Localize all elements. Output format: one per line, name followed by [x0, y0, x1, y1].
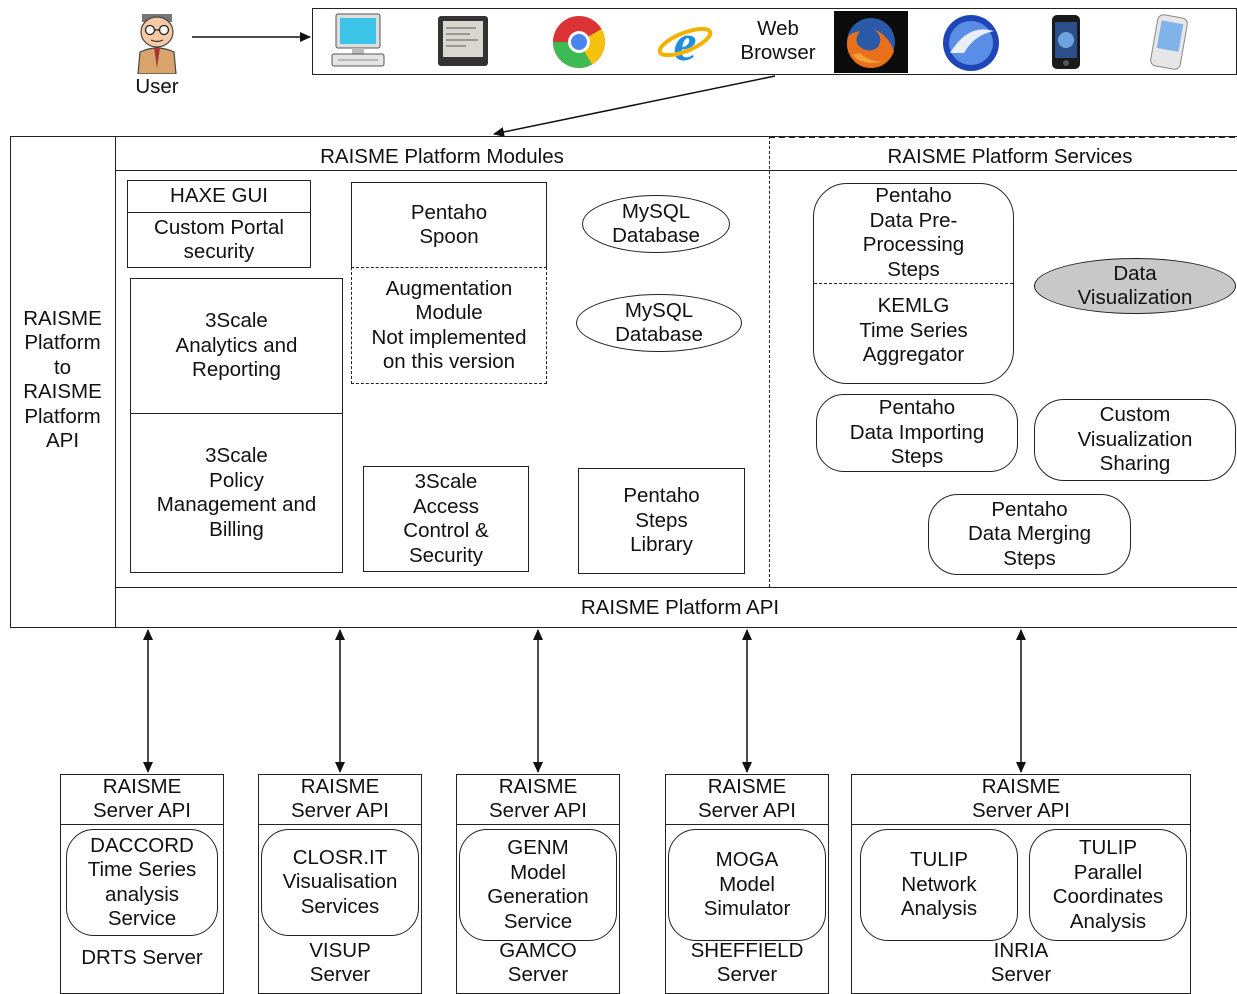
modules-header-divider: [115, 170, 1237, 171]
kemlg-aggregator-label: KEMLG Time Series Aggregator: [859, 294, 968, 367]
browser-to-platform-arrow: [493, 75, 776, 137]
pentaho-spoon-label: Pentaho Spoon: [410, 200, 488, 249]
modules-title: RAISME Platform Modules: [320, 144, 564, 168]
services-top-dashed: [769, 136, 1237, 138]
preprocessing-kemlg-divider: [814, 283, 1013, 284]
user-avatar-icon: [128, 8, 186, 75]
pentaho-merging-label: Pentaho Data Merging Steps: [967, 497, 1092, 570]
server-sheffield-service-label: MOGA Model Simulator: [703, 848, 791, 921]
custom-visualization-box: Custom Visualization Sharing: [1034, 399, 1236, 481]
firefox-icon: [834, 11, 908, 73]
server-visup-service: CLOSR.IT Visualisation Services: [261, 829, 419, 936]
server-drts-api-label: RAISME Server API: [93, 774, 191, 823]
server-inria-divider: [851, 824, 1191, 825]
server-inria-name: INRIA Server: [990, 938, 1052, 987]
server-drts-service: DACCORD Time Series analysis Service: [66, 829, 218, 936]
haxe-gui-divider: [127, 212, 311, 213]
haxe-gui-label: HAXE GUI: [170, 183, 268, 207]
three-scale-analytics-label: 3Scale Analytics and Reporting: [175, 309, 298, 382]
three-scale-policy-label: 3Scale Policy Management and Billing: [156, 444, 317, 541]
server-visup-api-label: RAISME Server API: [291, 774, 389, 823]
custom-portal-security-label: Custom Portal security: [154, 215, 284, 264]
access-control-label: 3Scale Access Control & Security: [403, 470, 489, 567]
modules-services-divider: [769, 136, 770, 587]
server-gamco-service: GENM Model Generation Service: [459, 829, 617, 941]
data-visualization-box: Data Visualization: [1034, 258, 1236, 314]
services-top-mask: [771, 134, 1237, 136]
services-title: RAISME Platform Services: [887, 144, 1133, 168]
server-inria-api-label: RAISME Server API: [972, 774, 1070, 823]
server-sheffield-divider: [665, 824, 829, 825]
server-sheffield-service: MOGA Model Simulator: [668, 829, 826, 941]
mysql-database-2: MySQL Database: [576, 294, 742, 352]
pentaho-importing-label: Pentaho Data Importing Steps: [849, 396, 985, 469]
pentaho-merging-box: Pentaho Data Merging Steps: [928, 494, 1131, 575]
platform-api-divider: [115, 587, 1237, 588]
server-sheffield-api-label: RAISME Server API: [698, 774, 796, 823]
pentaho-spoon-box: [351, 182, 547, 268]
mysql-database-1: MySQL Database: [582, 195, 730, 253]
three-scale-divider: [130, 413, 343, 414]
augmentation-module-label: Augmentation Module Not implemented on t…: [371, 276, 527, 374]
pentaho-steps-library-box: Pentaho Steps Library: [578, 468, 745, 574]
web-browser-label: Web Browser: [740, 16, 816, 65]
data-visualization-label: Data Visualization: [1077, 261, 1193, 310]
server-inria-service-network: TULIP Network Analysis: [860, 829, 1018, 941]
augmentation-module-box: [351, 267, 547, 384]
platform-api-label: RAISME Platform API: [580, 595, 780, 619]
server-inria-service-network-label: TULIP Network Analysis: [900, 848, 978, 921]
server-drts-service-label: DACCORD Time Series analysis Service: [87, 833, 197, 931]
server-drts-name: DRTS Server: [81, 945, 203, 969]
pentaho-steps-library-label: Pentaho Steps Library: [623, 484, 700, 557]
server-sheffield-name: SHEFFIELD Server: [690, 938, 804, 987]
platform-to-api-label: RAISME Platform to RAISME Platform API: [23, 306, 102, 453]
server-gamco-divider: [456, 824, 620, 825]
user-label: User: [135, 74, 179, 98]
internet-explorer-icon: e: [656, 14, 714, 72]
mysql-database-1-label: MySQL Database: [612, 199, 700, 248]
server-drts-divider: [60, 824, 224, 825]
haxe-gui-box: [127, 180, 311, 268]
desktop-computer-icon: [330, 12, 386, 70]
custom-visualization-label: Custom Visualization Sharing: [1077, 403, 1193, 476]
server-gamco-name: GAMCO Server: [499, 938, 577, 987]
mobile-phone-icon: [1046, 14, 1086, 70]
pentaho-importing-box: Pentaho Data Importing Steps: [816, 394, 1018, 472]
access-control-box: 3Scale Access Control & Security: [363, 466, 529, 572]
pda-icon: [1146, 14, 1192, 70]
server-visup-divider: [258, 824, 422, 825]
terminal-icon: [436, 14, 490, 68]
server-visup-service-label: CLOSR.IT Visualisation Services: [282, 845, 398, 918]
chrome-icon: [546, 14, 612, 70]
server-gamco-service-label: GENM Model Generation Service: [487, 836, 589, 933]
safari-icon: [934, 13, 1008, 73]
server-inria-service-parallel-label: TULIP Parallel Coordinates Analysis: [1052, 836, 1164, 933]
server-inria-service-parallel: TULIP Parallel Coordinates Analysis: [1029, 829, 1187, 941]
server-gamco-api-label: RAISME Server API: [489, 774, 587, 823]
server-visup-name: VISUP Server: [309, 938, 371, 987]
pentaho-preprocessing-label: Pentaho Data Pre- Processing Steps: [862, 184, 965, 281]
three-scale-box: [130, 278, 343, 573]
mysql-database-2-label: MySQL Database: [615, 298, 703, 347]
platform-left-divider: [115, 136, 116, 628]
